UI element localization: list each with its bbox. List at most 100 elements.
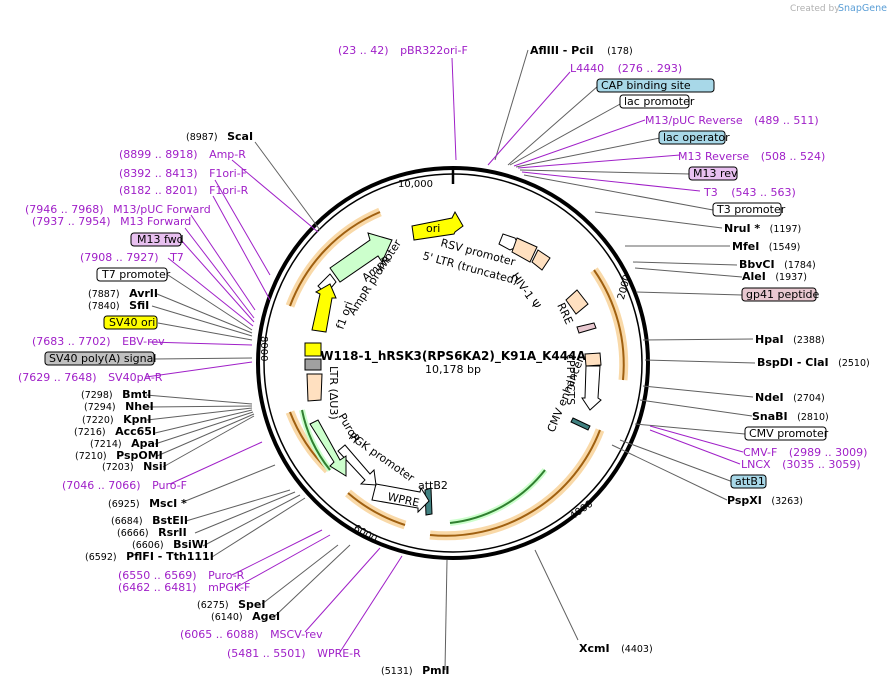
enzyme-label[interactable]: BspDI - ClaI (2510) <box>757 356 870 369</box>
enzyme-label[interactable]: (6925) MscI * <box>108 497 187 510</box>
feature-box-label: CMV promoter <box>749 427 829 440</box>
primer-label[interactable]: (7046 .. 7066) Puro-F <box>62 479 187 492</box>
feature-cppt <box>584 352 602 367</box>
enzyme-label[interactable]: (7214) ApaI <box>90 437 159 450</box>
primer-label[interactable]: (6065 .. 6088) MSCV-rev <box>180 628 323 641</box>
primer-label[interactable]: (7629 .. 7648) SV40pA-R <box>18 371 163 384</box>
primer-label[interactable]: (5481 .. 5501) WPRE-R <box>227 647 361 660</box>
enzyme-label[interactable]: (7887) AvrII <box>88 287 158 300</box>
feature-box[interactable] <box>741 287 817 302</box>
feature-rre <box>565 289 589 315</box>
orf-arc-line <box>289 211 381 307</box>
plasmid-length: 10,178 bp <box>425 363 481 376</box>
feature-box-label: lac operator <box>663 131 730 144</box>
branding-created-by: Created by <box>790 4 840 14</box>
feature-box-label: attB1 <box>735 475 765 488</box>
primer-label[interactable]: L4440 (276 .. 293) <box>570 62 682 75</box>
feature-cppt-label: cPPT/CTS <box>564 354 577 405</box>
enzyme-label[interactable]: BbvCI (1784) <box>739 258 816 271</box>
primer-label[interactable]: (6550 .. 6569) Puro-R <box>118 569 245 582</box>
feature-psi <box>531 249 551 271</box>
primer-label[interactable]: (8182 .. 8201) F1ori-R <box>119 184 249 197</box>
enzyme-label[interactable]: NruI * (1197) <box>724 222 801 235</box>
enzyme-label[interactable]: (7203) NsiI <box>102 460 167 473</box>
enzyme-label[interactable]: (6684) BstEII <box>111 514 188 527</box>
feature-box[interactable] <box>130 232 182 247</box>
feature-box-label: T7 promoter <box>101 268 171 281</box>
feature-pgk-promoter <box>337 444 377 486</box>
feature-wpre <box>371 483 430 514</box>
feature-cmv-enhancer <box>581 365 602 411</box>
feature-ampr <box>329 232 393 283</box>
enzyme-label[interactable]: NdeI (2704) <box>755 391 825 404</box>
feature-ori-label: ori <box>426 222 440 235</box>
enzyme-label[interactable]: (5131) PmlI <box>381 664 449 677</box>
feature-5ltr <box>511 237 538 263</box>
enzyme-label[interactable]: (6606) BsiWI <box>132 538 208 551</box>
primer-label[interactable]: T3 (543 .. 563) <box>703 186 796 199</box>
enzyme-label[interactable]: AleI (1937) <box>742 270 807 283</box>
feature-box[interactable] <box>688 166 738 181</box>
feature-box[interactable] <box>596 78 715 93</box>
orf-arc-line <box>593 269 625 381</box>
primer-label[interactable]: (7946 .. 7968) M13/pUC Forward <box>25 203 211 216</box>
enzyme-label[interactable]: (7210) PspOMI <box>75 449 163 462</box>
enzyme-label[interactable]: (6592) PflFI - Tth111I <box>85 550 214 563</box>
branding-product: SnapGene <box>838 3 887 14</box>
feature-box[interactable] <box>44 351 155 366</box>
primer-label[interactable]: (7683 .. 7702) EBV-rev <box>32 335 165 348</box>
feature-gp41 <box>576 322 597 334</box>
feature-psi-label: HIV-1 Ψ <box>509 270 544 312</box>
primer-label[interactable]: CMV-F (2989 .. 3009) <box>743 446 867 459</box>
feature-f1-ori <box>311 283 337 333</box>
enzyme-label[interactable]: (6275) SpeI <box>197 598 265 611</box>
feature-ori <box>411 210 464 241</box>
backbone-outer <box>256 166 650 560</box>
primer-label[interactable]: (8899 .. 8918) Amp-R <box>119 148 246 161</box>
feature-box[interactable] <box>619 94 690 109</box>
feature-box[interactable] <box>658 130 726 145</box>
primer-label[interactable]: (7908 .. 7927) T7 <box>80 251 184 264</box>
primer-label[interactable]: LNCX (3035 .. 3059) <box>741 458 861 471</box>
primer-label[interactable]: (7937 .. 7954) M13 Forward <box>32 215 191 228</box>
leader-lines <box>145 49 756 671</box>
enzyme-label[interactable]: (7220) KpnI <box>82 413 151 426</box>
feature-sv40-ori <box>304 342 322 357</box>
cds-arc-line <box>301 409 331 471</box>
feature-box[interactable] <box>712 202 782 217</box>
primer-label[interactable]: M13 Reverse (508 .. 524) <box>678 150 825 163</box>
feature-box-label: CAP binding site <box>601 79 691 92</box>
enzyme-label[interactable]: AflIII - PciI (178) <box>530 44 633 57</box>
enzyme-label[interactable]: (7840) SfiI <box>88 299 149 312</box>
enzyme-label[interactable]: (7298) BmtI <box>81 388 151 401</box>
labels-left: (23 .. 42) pBR322ori-F (8987) ScaI (8899… <box>18 44 468 677</box>
feature-box-label: M13 rev <box>693 167 738 180</box>
enzyme-label[interactable]: (7216) Acc65I <box>74 425 156 438</box>
enzyme-label[interactable]: PspXI (3263) <box>727 494 803 507</box>
enzyme-label[interactable]: (6140) AgeI <box>211 610 280 623</box>
feature-box[interactable] <box>103 315 158 330</box>
primer-label[interactable]: M13/pUC Reverse (489 .. 511) <box>645 114 819 127</box>
orf-arc-line <box>429 429 601 537</box>
feature-box[interactable] <box>744 426 827 441</box>
feature-attb2-label: attB2 <box>418 479 448 492</box>
plasmid-name: W118-1_hRSK3(RPS6KA2)_K91A_K444A <box>320 349 586 364</box>
enzyme-label[interactable]: XcmI (4403) <box>579 642 653 655</box>
enzyme-label[interactable]: (6666) RsrII <box>117 526 187 539</box>
feature-box-label: SV40 poly(A) signal <box>49 352 156 365</box>
tick-label: 8000 <box>258 336 269 361</box>
primer-label[interactable]: (8392 .. 8413) F1ori-F <box>119 167 247 180</box>
cds-arc-line <box>449 469 546 524</box>
tick-label: 6000 <box>351 523 379 545</box>
enzyme-label[interactable]: (8987) ScaI <box>186 130 253 143</box>
primer-label[interactable]: (23 .. 42) pBR322ori-F <box>338 44 468 57</box>
feature-box[interactable] <box>730 474 767 489</box>
enzyme-label[interactable]: HpaI (2388) <box>755 333 825 346</box>
enzyme-label[interactable]: SnaBI (2810) <box>752 410 829 423</box>
enzyme-label[interactable]: (7294) NheI <box>84 400 154 413</box>
enzyme-label[interactable]: MfeI (1549) <box>732 240 800 253</box>
feature-box[interactable] <box>96 267 168 282</box>
primer-label[interactable]: (6462 .. 6481) mPGK-F <box>118 581 250 594</box>
